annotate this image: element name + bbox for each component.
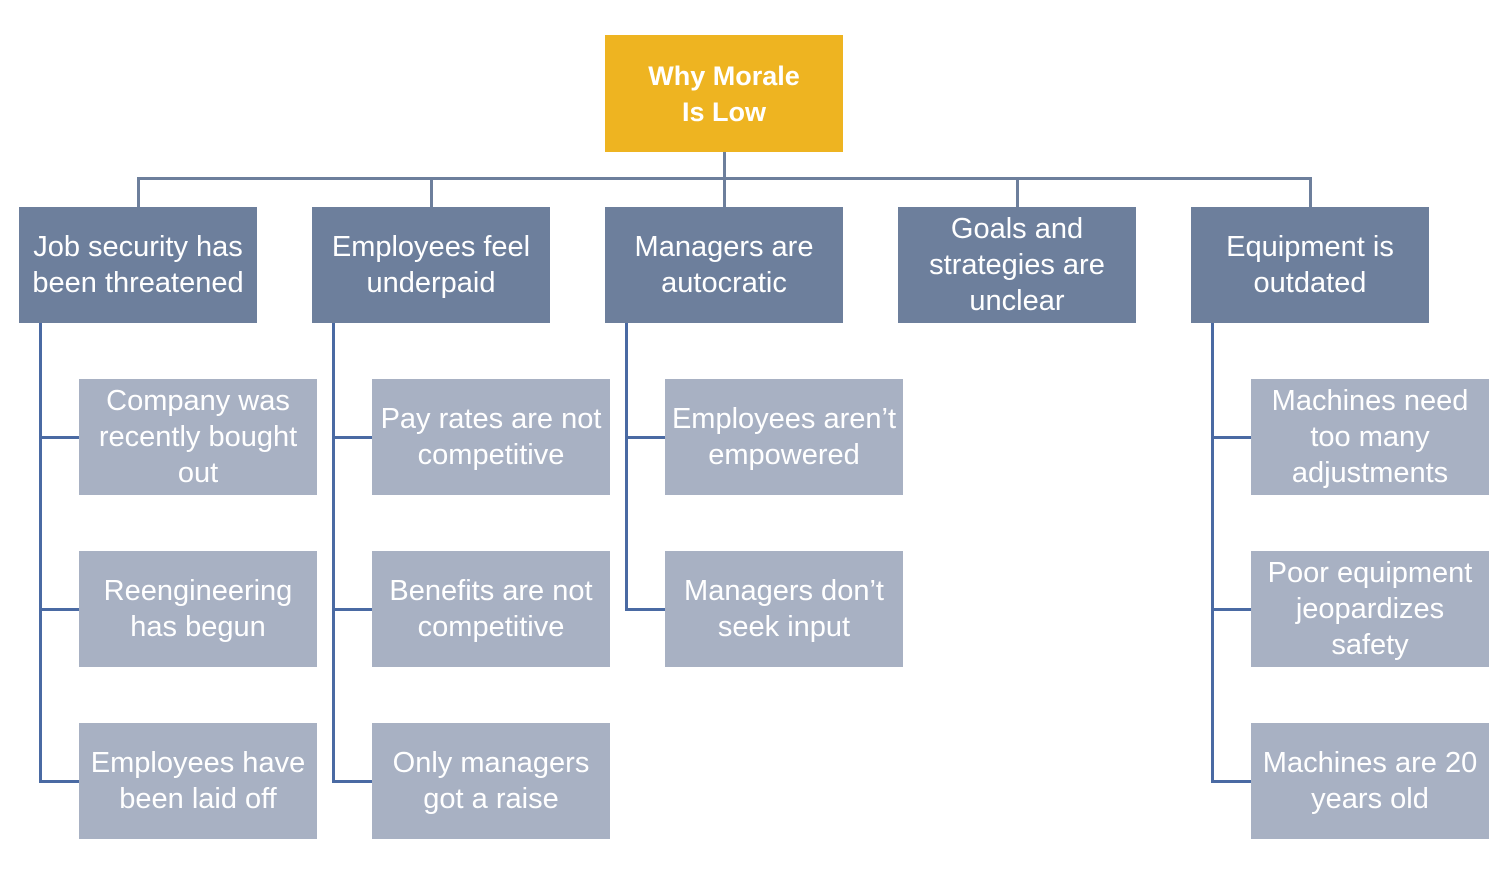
cause-node: Pay rates are not competitive xyxy=(372,379,610,495)
connector-category-up xyxy=(1015,177,1019,207)
connector-spine xyxy=(1211,323,1214,783)
connector-category-up xyxy=(1308,177,1312,207)
connector-leaf-branch xyxy=(39,435,81,439)
connector-spine xyxy=(332,323,335,783)
connector-leaf-branch xyxy=(1211,607,1253,611)
connector-category-up xyxy=(722,177,726,207)
connector-leaf-branch xyxy=(625,435,667,439)
category-node: Employees feel underpaid xyxy=(312,207,550,323)
connector-spine xyxy=(625,323,628,611)
category-node: Managers are autocratic xyxy=(605,207,843,323)
connector-leaf-branch xyxy=(332,779,374,783)
connector-leaf-branch xyxy=(39,607,81,611)
connector-leaf-branch xyxy=(39,779,81,783)
connector-category-up xyxy=(136,177,140,207)
category-node: Equipment is outdated xyxy=(1191,207,1429,323)
cause-node: Machines need too many adjustments xyxy=(1251,379,1489,495)
connector-leaf-branch xyxy=(332,435,374,439)
connector-root-down xyxy=(722,151,726,179)
cause-node: Poor equipment jeopardizes safety xyxy=(1251,551,1489,667)
category-node: Goals and strategies are unclear xyxy=(898,207,1136,323)
cause-node: Machines are 20 years old xyxy=(1251,723,1489,839)
connector-spine xyxy=(39,323,42,783)
connector-leaf-branch xyxy=(1211,779,1253,783)
cause-node: Company was recently bought out xyxy=(79,379,317,495)
cause-node: Managers don’t seek input xyxy=(665,551,903,667)
cause-node: Reengineering has begun xyxy=(79,551,317,667)
connector-leaf-branch xyxy=(1211,435,1253,439)
connector-category-up xyxy=(429,177,433,207)
root-node-why-morale-is-low: Why Morale Is Low xyxy=(605,35,843,152)
cause-node: Employees aren’t empowered xyxy=(665,379,903,495)
cause-node: Benefits are not competitive xyxy=(372,551,610,667)
connector-leaf-branch xyxy=(625,607,667,611)
cause-node: Employees have been laid off xyxy=(79,723,317,839)
cause-node: Only managers got a raise xyxy=(372,723,610,839)
connector-leaf-branch xyxy=(332,607,374,611)
category-node: Job security has been threatened xyxy=(19,207,257,323)
